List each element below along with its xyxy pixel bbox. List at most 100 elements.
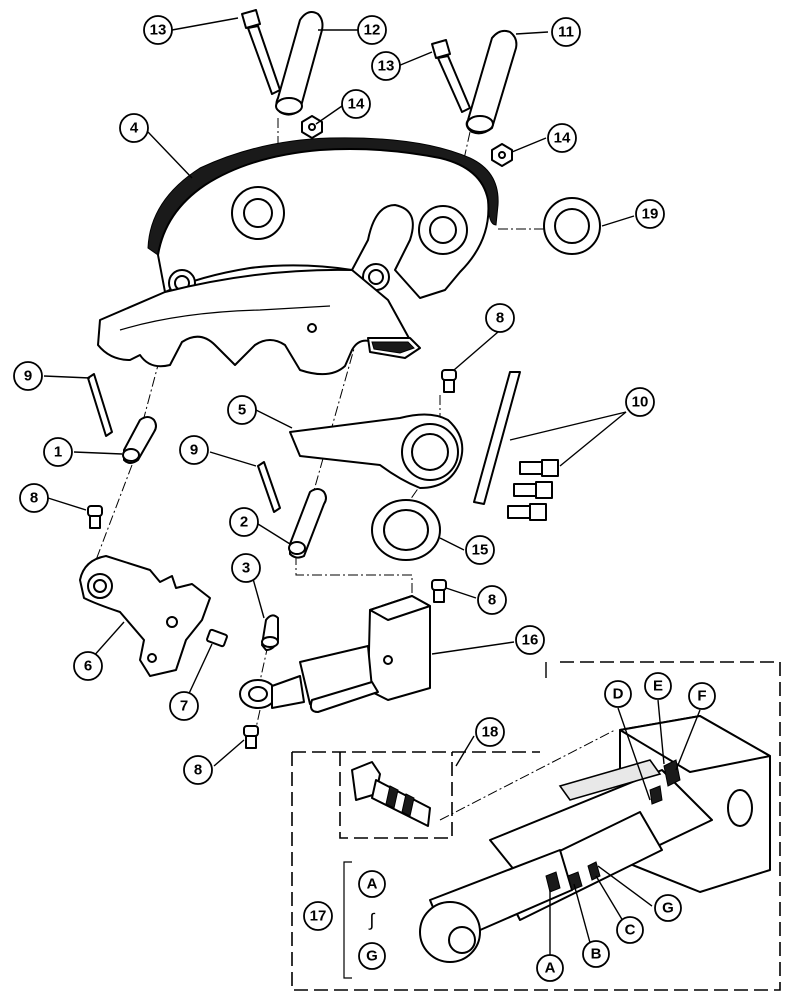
callout-2: 2 bbox=[229, 507, 259, 537]
callout-8-upper: 8 bbox=[485, 303, 515, 333]
callout-10: 10 bbox=[625, 387, 655, 417]
callout-6: 6 bbox=[73, 651, 103, 681]
callout-3: 3 bbox=[231, 553, 261, 583]
seal-legend-range-mark: ∫ bbox=[368, 910, 376, 930]
leader-lines bbox=[43, 17, 701, 956]
svg-text:5: 5 bbox=[238, 402, 246, 419]
svg-text:G: G bbox=[662, 900, 674, 917]
svg-text:7: 7 bbox=[180, 698, 188, 715]
part-10-plate bbox=[473, 371, 521, 505]
callout-13-right: 13 bbox=[371, 51, 401, 81]
callout-16: 16 bbox=[515, 625, 545, 655]
svg-text:B: B bbox=[591, 946, 602, 963]
part-16-cylinder bbox=[239, 595, 431, 713]
part-5-lever bbox=[289, 413, 464, 489]
detail-box bbox=[291, 661, 781, 991]
svg-text:17: 17 bbox=[310, 908, 327, 925]
svg-text:16: 16 bbox=[522, 632, 539, 649]
part-8-grease-fitting-b bbox=[87, 505, 103, 529]
part-19-bushing bbox=[543, 197, 601, 255]
callout-14-left: 14 bbox=[341, 89, 371, 119]
callout-9-upper: 9 bbox=[13, 361, 43, 391]
svg-text:14: 14 bbox=[348, 96, 365, 113]
cylinder-section-detail bbox=[419, 715, 771, 963]
part-6-latch bbox=[79, 555, 211, 677]
svg-text:4: 4 bbox=[130, 120, 139, 137]
callout-1: 1 bbox=[43, 437, 73, 467]
svg-text:G: G bbox=[366, 948, 378, 965]
callout-18: 18 bbox=[475, 717, 505, 747]
svg-text:3: 3 bbox=[242, 560, 250, 577]
svg-text:E: E bbox=[653, 678, 663, 695]
callout-8-left: 8 bbox=[19, 483, 49, 513]
svg-text:13: 13 bbox=[378, 58, 395, 75]
callout-19: 19 bbox=[635, 199, 665, 229]
part-10-bolts bbox=[507, 459, 559, 521]
part-7-set-screw bbox=[206, 628, 228, 648]
part-13-bolt-right bbox=[431, 39, 471, 113]
seal-range-legend bbox=[343, 861, 352, 979]
svg-text:18: 18 bbox=[482, 724, 499, 741]
part-2-pin bbox=[288, 488, 327, 559]
svg-text:8: 8 bbox=[488, 592, 496, 609]
part-9-roll-pin-upper bbox=[87, 373, 113, 437]
callout-12: 12 bbox=[357, 15, 387, 45]
svg-text:2: 2 bbox=[240, 514, 248, 531]
part-8-grease-fitting-a bbox=[441, 369, 457, 393]
svg-text:9: 9 bbox=[24, 368, 32, 385]
svg-text:1: 1 bbox=[54, 444, 62, 461]
part-1-pin bbox=[122, 416, 157, 464]
svg-text:C: C bbox=[625, 922, 636, 939]
part-12-pin bbox=[275, 11, 324, 116]
seal-callout-A: A bbox=[536, 954, 564, 982]
svg-text:D: D bbox=[613, 686, 624, 703]
callout-7: 7 bbox=[169, 691, 199, 721]
svg-text:10: 10 bbox=[632, 394, 649, 411]
seal-callout-G: G bbox=[654, 894, 682, 922]
callout-13-left: 13 bbox=[143, 15, 173, 45]
svg-text:8: 8 bbox=[496, 310, 504, 327]
svg-text:8: 8 bbox=[194, 762, 202, 779]
callout-4: 4 bbox=[119, 113, 149, 143]
seal-callout-E: E bbox=[644, 672, 672, 700]
part-8-grease-fitting-d bbox=[243, 725, 259, 749]
part-11-pin bbox=[465, 29, 518, 135]
seal-legend-G: G bbox=[358, 942, 386, 970]
svg-text:6: 6 bbox=[84, 658, 92, 675]
svg-text:9: 9 bbox=[190, 442, 198, 459]
callout-8-mid: 8 bbox=[477, 585, 507, 615]
callout-8-bottom: 8 bbox=[183, 755, 213, 785]
svg-text:A: A bbox=[545, 960, 556, 977]
part-14-nut-left bbox=[301, 115, 323, 139]
svg-text:15: 15 bbox=[472, 542, 489, 559]
seal-legend-A: A bbox=[358, 870, 386, 898]
part-8-grease-fitting-c bbox=[431, 579, 447, 603]
part-18-valve bbox=[339, 752, 453, 839]
svg-text:A: A bbox=[367, 876, 378, 893]
seal-callout-F: F bbox=[688, 682, 716, 710]
seal-callout-D: D bbox=[604, 680, 632, 708]
svg-text:13: 13 bbox=[150, 22, 167, 39]
part-4-quick-coupler-bracket bbox=[97, 137, 499, 376]
callout-11: 11 bbox=[551, 17, 581, 47]
svg-text:8: 8 bbox=[30, 490, 38, 507]
svg-text:F: F bbox=[697, 688, 706, 705]
part-13-bolt-left bbox=[241, 9, 281, 95]
callout-14-right: 14 bbox=[547, 123, 577, 153]
part-3-pin bbox=[261, 614, 279, 651]
callout-9-lower: 9 bbox=[179, 435, 209, 465]
part-9-roll-pin-lower bbox=[257, 461, 281, 513]
callout-15: 15 bbox=[465, 535, 495, 565]
svg-text:14: 14 bbox=[554, 130, 571, 147]
callout-17: 17 bbox=[303, 901, 333, 931]
svg-text:11: 11 bbox=[558, 24, 574, 41]
part-15-bushing bbox=[371, 499, 441, 561]
svg-text:∫: ∫ bbox=[368, 910, 376, 930]
part-14-nut-right bbox=[491, 143, 513, 167]
seal-callout-B: B bbox=[582, 940, 610, 968]
callout-5: 5 bbox=[227, 395, 257, 425]
seal-callout-C: C bbox=[616, 916, 644, 944]
svg-text:19: 19 bbox=[642, 206, 659, 223]
svg-text:12: 12 bbox=[364, 22, 381, 39]
